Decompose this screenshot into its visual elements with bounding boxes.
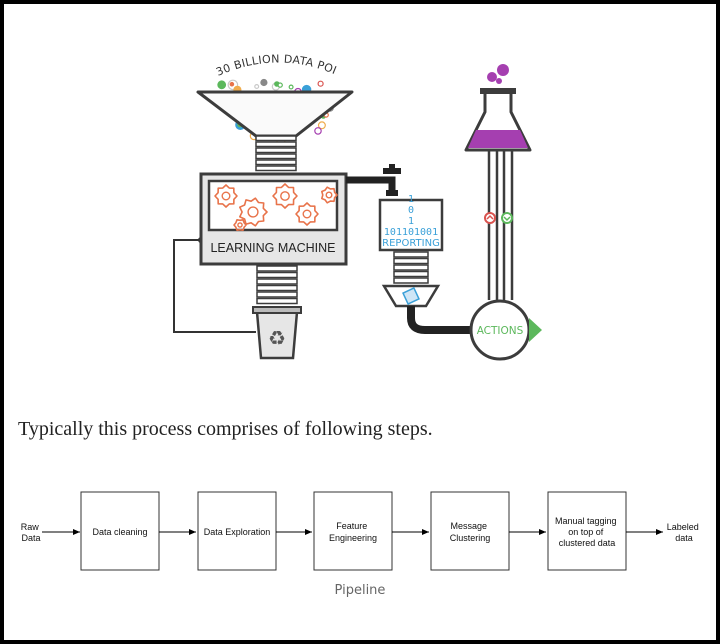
data-point-dot [229,81,235,87]
data-point-dot [314,127,322,135]
data-point-dot [288,84,294,90]
pipeline-step-box [80,491,160,571]
binary-line: 1 [408,194,414,205]
flask-icon [464,64,532,152]
binary-line: 1 [408,216,414,227]
pipeline-step-box [197,491,277,571]
binary-line: 101101001 [384,227,438,238]
pipeline-step-box [430,491,510,571]
pipeline-step-label: Message Clustering [450,521,491,543]
data-point-dot [260,78,268,87]
data-point-dot [254,83,260,89]
reporting-unit: 1 0 1 101101001 REPORTING [378,194,444,308]
pipeline-step-label: Data Exploration [204,527,271,537]
data-point-dot [277,82,283,88]
down-indicator-icon [484,212,496,224]
pipeline-step-label: Data cleaning [92,527,147,537]
reporting-label: REPORTING [382,238,440,249]
gear-icon [214,183,338,231]
input-funnel [196,90,354,172]
actions-node: ACTIONS [469,299,542,361]
pipe-to-actions [407,306,472,334]
machine-outlet [256,265,298,305]
data-point-dot [317,80,324,87]
pipeline-end-label: Labeled data [667,522,702,543]
pipeline-step-box [547,491,627,571]
pipeline-diagram: Raw Data Data cleaning Data Exploration … [21,491,702,571]
up-indicator-icon [501,212,513,224]
learning-machine: LEARNING MACHINE [199,172,348,266]
data-point-dot [317,121,326,130]
recycle-icon: ♻ [268,326,286,350]
output-tap [346,164,401,196]
data-points-arc-text: 30 BILLION DATA POINTS [0,0,339,79]
actions-label: ACTIONS [477,325,524,337]
pipeline-step-label: Feature Engineering [329,521,377,543]
feedback-loop-line [173,239,256,333]
data-point-dot [217,80,227,90]
recycle-bin: ♻ [252,306,302,360]
pipeline-start-label: Raw Data [21,522,42,543]
binary-line: 0 [408,205,414,216]
intro-sentence: Typically this process comprises of foll… [18,418,433,440]
pipeline-step-label: Manual tagging on top of clustered data [555,516,619,548]
pipeline-step-box [313,491,393,571]
machine-label: LEARNING MACHINE [210,241,335,255]
figure-caption: Pipeline [334,583,386,598]
feedback-tubes [484,150,514,300]
